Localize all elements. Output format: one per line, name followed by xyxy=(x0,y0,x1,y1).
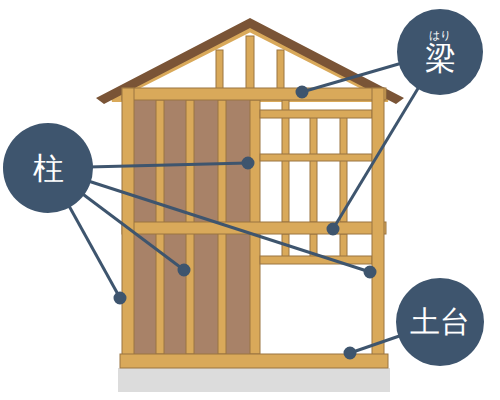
ruby-reading: はり xyxy=(429,30,451,42)
part-name: 梁 xyxy=(425,42,456,75)
callout-circle: はり梁 xyxy=(397,9,483,95)
frame-illustration xyxy=(96,18,404,392)
callout-circle: 柱 xyxy=(3,123,93,213)
callout-circle: 土台 xyxy=(396,278,484,366)
part-name: 柱 xyxy=(33,152,64,185)
leader-lines xyxy=(48,52,440,358)
part-name: 土台 xyxy=(410,306,470,338)
